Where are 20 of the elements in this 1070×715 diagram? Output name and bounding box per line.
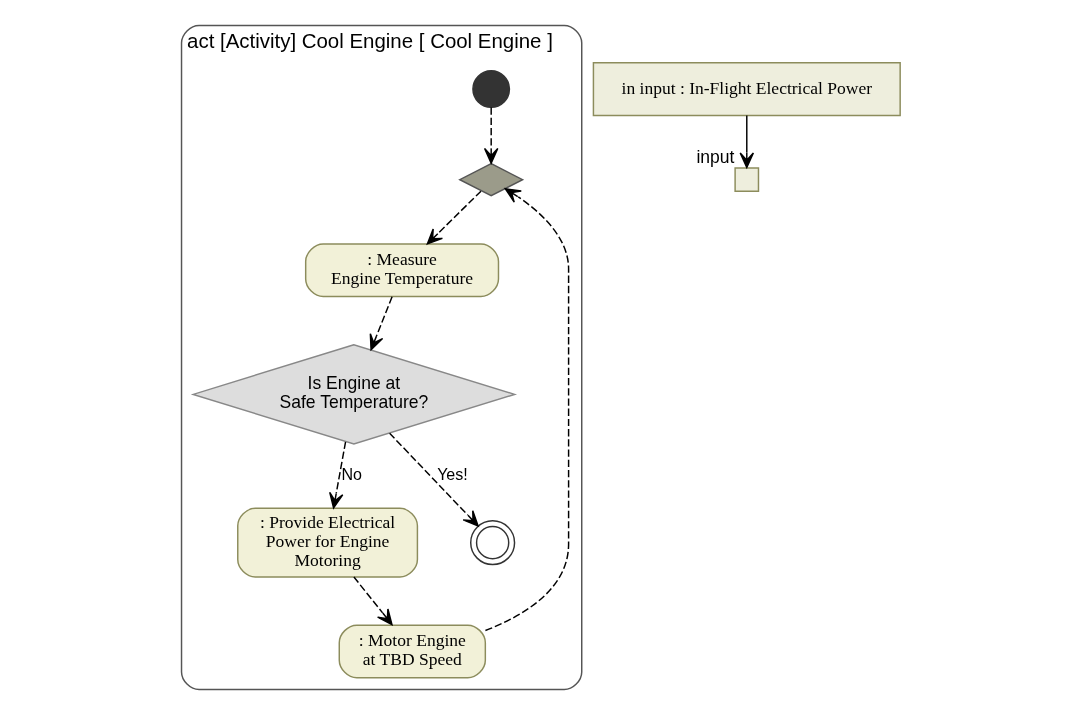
node-bullseye — [470, 520, 516, 566]
node-diamond: Is Engine at Safe Temperature? — [190, 343, 518, 445]
arrow — [426, 190, 482, 245]
arrow — [483, 106, 499, 164]
node-box: : Motor Engine at TBD Speed — [338, 624, 487, 679]
node-box — [734, 167, 760, 193]
node-box: : Provide Electrical Power for Engine Motoring — [237, 507, 419, 578]
arrow — [739, 114, 755, 169]
edge-label: No — [341, 465, 362, 484]
edge-label: Yes! — [437, 465, 468, 484]
node-label: input — [696, 147, 735, 168]
arrow — [329, 441, 347, 509]
node-box: : Measure Engine Temperature — [304, 243, 500, 298]
arrow — [353, 576, 393, 626]
arrow — [369, 296, 393, 351]
arrow — [484, 188, 570, 632]
arrow — [388, 432, 479, 527]
node-diamond — [458, 162, 525, 197]
node-box: in input : In-Flight Electrical Power — [592, 62, 901, 117]
node-circle — [472, 70, 511, 109]
